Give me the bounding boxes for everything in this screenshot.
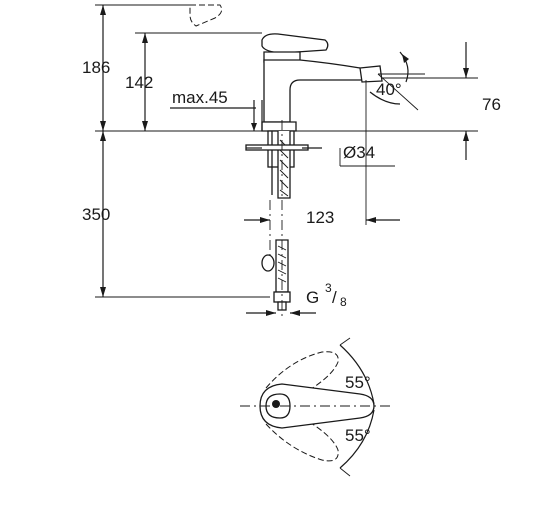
label-thread-den: 8: [340, 295, 347, 309]
label-projection: 123: [306, 208, 334, 227]
label-thread-slash: /: [332, 288, 337, 307]
label-lever-swing-upper: 55°: [345, 373, 371, 392]
dim-projection: [244, 80, 400, 225]
label-hole-diameter: Ø34: [343, 143, 375, 162]
dim-hole-diameter: [246, 147, 341, 166]
dim-outlet-height: [463, 42, 469, 160]
label-thread-num: 3: [325, 281, 332, 295]
label-jet-angle: 40°: [376, 80, 402, 99]
dim-spout-height: [142, 33, 148, 131]
label-max-deck: max.45: [172, 88, 228, 107]
dim-jet-angle: [369, 51, 425, 111]
label-below-deck: 350: [82, 205, 110, 224]
label-outlet-height: 76: [482, 95, 501, 114]
label-spout-height: 142: [125, 73, 153, 92]
dim-below-deck: [100, 131, 106, 297]
label-thread-base: G: [306, 288, 319, 307]
supply-hose: [261, 200, 291, 311]
label-overall-height: 186: [82, 58, 110, 77]
dim-max-deck: [170, 100, 263, 131]
faucet-body: [189, 4, 383, 132]
label-lever-swing-lower: 55°: [345, 426, 371, 445]
top-view: [240, 337, 392, 477]
dim-overall-height: [100, 5, 106, 131]
dim-thread: [246, 310, 316, 316]
under-deck-fixing: [245, 130, 309, 199]
